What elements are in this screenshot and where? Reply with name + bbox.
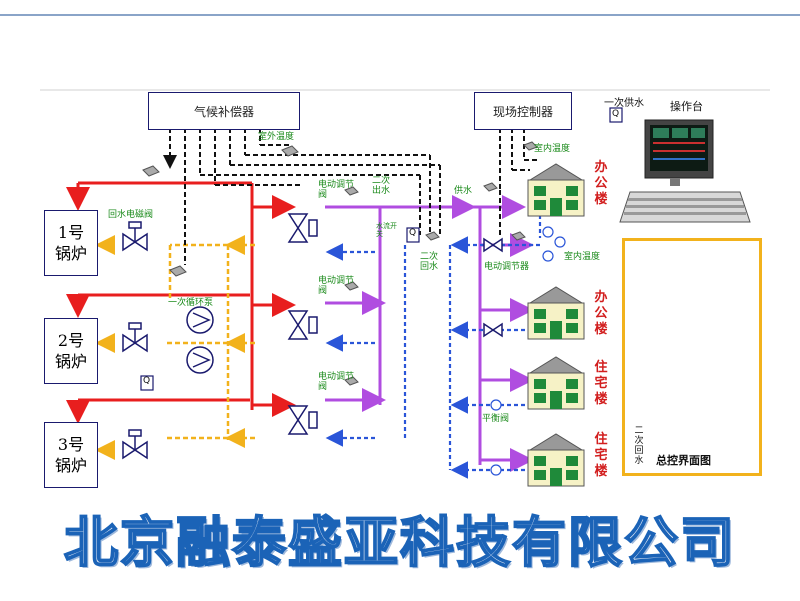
control-signal-lines: [163, 128, 540, 265]
return-valve-label: 回水电磁阀: [108, 210, 154, 220]
secondary-outlet-label: 二次出水: [372, 176, 391, 196]
temperature-sensor-icons: [142, 141, 538, 386]
secondary-supply-lines: [325, 195, 534, 472]
building-label-office-1: 办公楼: [594, 160, 608, 207]
building-label-residential-1: 住宅楼: [594, 360, 608, 407]
building-icons: [527, 163, 585, 487]
circ-pump-label: 一次循环泵: [168, 298, 214, 308]
pump-icons: [186, 306, 214, 374]
company-name: 北京融泰盛亚科技有限公司: [63, 510, 736, 575]
site-controller-box: 现场控制器: [474, 92, 572, 130]
valve-icons: [122, 213, 503, 460]
top-rule: [0, 14, 800, 16]
secondary-return-label: 二次回水: [420, 252, 439, 272]
electric-valve-label-2: 电动调节阀: [318, 276, 355, 296]
indoor-temp-label-2: 室内温度: [564, 252, 601, 262]
panel-return-label: 二次回水: [634, 426, 644, 466]
balance-valve-icons: [490, 226, 566, 476]
indoor-temp-label-1: 室内温度: [534, 144, 571, 154]
electric-valve-label-1: 电动调节阀: [318, 180, 355, 200]
primary-return-lines: [95, 235, 255, 460]
electric-valve-label-3: 电动调节阀: [318, 372, 355, 392]
electric-regulator-label: 电动调节器: [484, 262, 530, 272]
primary-supply-label: 一次供水: [604, 98, 644, 109]
workstation-icon: [619, 119, 751, 223]
control-interface-panel: [622, 238, 762, 476]
flow-meter-icons: [140, 107, 623, 391]
boiler-3: 3号 锅炉: [44, 422, 98, 488]
building-label-residential-2: 住宅楼: [594, 432, 608, 479]
panel-title: 总控界面图: [656, 454, 711, 467]
q-meter-label-top: Q: [612, 109, 620, 119]
climate-compensator-box: 气候补偿器: [148, 92, 300, 130]
flow-switch-label: 水流开关: [376, 222, 397, 238]
primary-supply-lines: [66, 181, 296, 424]
boiler-2: 2号 锅炉: [44, 318, 98, 384]
q-meter-label-1: Q: [409, 228, 417, 238]
building-label-office-2: 办公楼: [594, 290, 608, 337]
q-meter-label-2: Q: [143, 376, 151, 386]
console-label: 操作台: [670, 100, 703, 113]
outdoor-temp-label: 室外温度: [258, 132, 295, 142]
balance-valve-label: 平衡阀: [482, 414, 510, 424]
supply-water-label: 供水: [454, 186, 473, 196]
boiler-1: 1号 锅炉: [44, 210, 98, 276]
